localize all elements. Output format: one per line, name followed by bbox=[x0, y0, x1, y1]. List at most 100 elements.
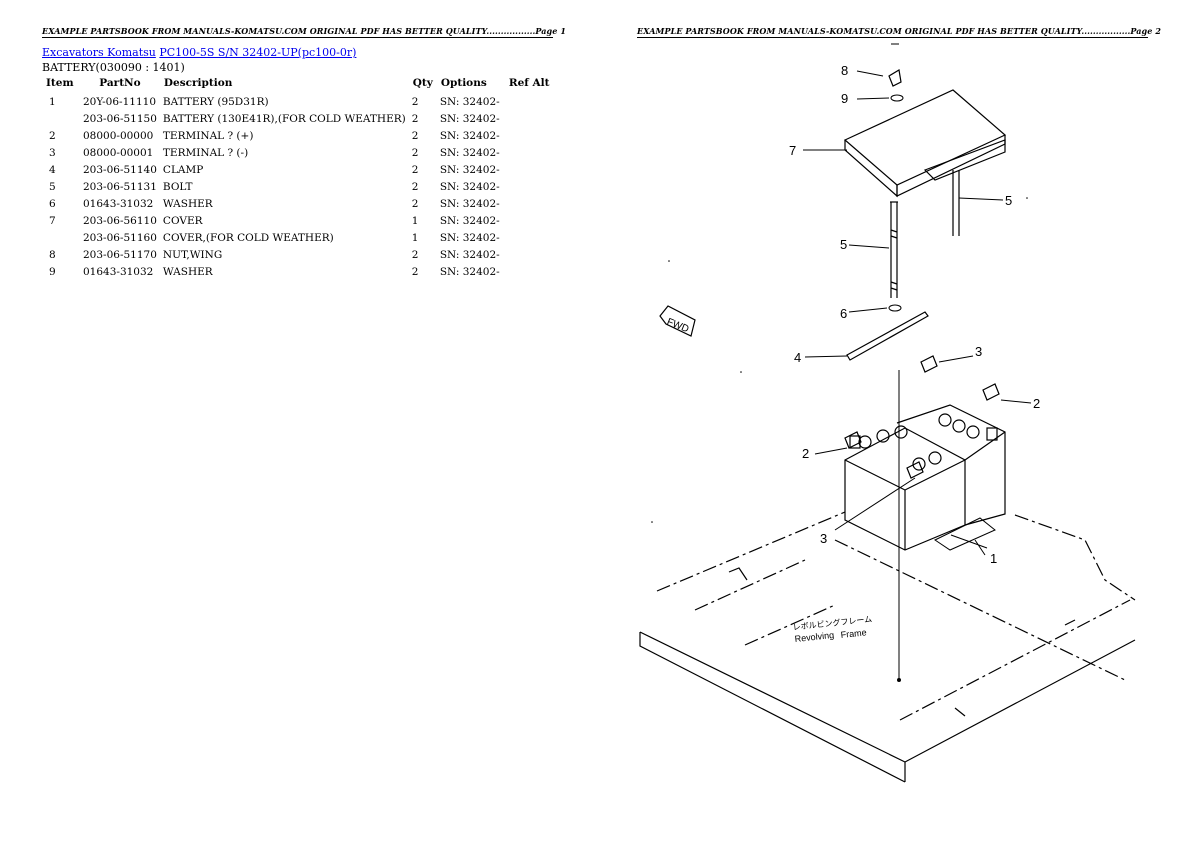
fwd-label: FWD bbox=[665, 317, 690, 336]
cell-item bbox=[42, 110, 80, 127]
battery-cover bbox=[843, 89, 1007, 198]
cell-qty: 2 bbox=[411, 129, 419, 142]
cell-options: SN: 32402- bbox=[439, 129, 500, 142]
cell-ref-alt bbox=[505, 144, 554, 161]
cell-description: BATTERY (130E41R),(FOR COLD WEATHER) bbox=[162, 112, 406, 125]
cell-ref-alt bbox=[505, 212, 554, 229]
table-row: 5 203-06-51131 BOLT 2 SN: 32402- bbox=[42, 178, 553, 195]
callout-5-left: 5 bbox=[840, 237, 847, 252]
cell-qty: 2 bbox=[411, 146, 419, 159]
cell-qty: 2 bbox=[411, 180, 419, 193]
page-header: EXAMPLE PARTSBOOK FROM MANUALS-KOMATSU.C… bbox=[42, 26, 566, 38]
cell-options: SN: 32402- bbox=[439, 248, 500, 261]
cell-ref-alt bbox=[505, 263, 554, 280]
battery-left bbox=[844, 425, 966, 551]
wing-nut bbox=[888, 69, 902, 87]
cell-qty: 2 bbox=[411, 197, 419, 210]
callout-5-right: 5 bbox=[1005, 193, 1012, 208]
cell-item: 9 bbox=[49, 265, 56, 278]
cell-description: WASHER bbox=[162, 265, 213, 278]
revolving-frame bbox=[639, 511, 1136, 783]
cell-item: 6 bbox=[49, 197, 56, 210]
cell-partno: 08000-00000 bbox=[83, 129, 154, 142]
breadcrumb: Excavators Komatsu PC100-5S S/N 32402-UP… bbox=[42, 46, 356, 59]
callout-2-left: 2 bbox=[802, 446, 809, 461]
cell-options: SN: 32402- bbox=[439, 112, 500, 125]
cell-description: CLAMP bbox=[162, 163, 204, 176]
cell-partno: 203-06-51170 bbox=[83, 248, 157, 261]
exploded-parts-diagram: FWD レボルビングフレーム Revolving Frame 8 9 7 bbox=[639, 43, 1136, 783]
cell-description: TERMINAL ? (-) bbox=[162, 146, 249, 159]
bolt-left bbox=[890, 201, 898, 298]
cell-item: 2 bbox=[49, 129, 56, 142]
callout-leaders bbox=[803, 70, 1032, 556]
table-row: 203-06-51160 COVER,(FOR COLD WEATHER) 1 … bbox=[42, 229, 553, 246]
cell-qty: 2 bbox=[411, 95, 419, 108]
cell-item: 4 bbox=[49, 163, 56, 176]
cell-qty: 2 bbox=[411, 265, 419, 278]
cell-partno: 01643-31032 bbox=[83, 197, 154, 210]
section-title: BATTERY(030090 : 1401) bbox=[42, 61, 185, 74]
cell-ref-alt bbox=[505, 178, 554, 195]
col-header-item: Item bbox=[46, 77, 74, 89]
washer bbox=[888, 304, 902, 312]
cell-ref-alt bbox=[505, 110, 554, 127]
cell-partno: 08000-00001 bbox=[83, 146, 154, 159]
callout-7: 7 bbox=[789, 143, 796, 158]
cell-item bbox=[42, 229, 80, 246]
cell-partno: 203-06-56110 bbox=[83, 214, 157, 227]
cell-partno: 203-06-51160 bbox=[83, 231, 157, 244]
cell-ref-alt bbox=[505, 229, 554, 246]
cell-ref-alt bbox=[505, 195, 554, 212]
cell-description: BOLT bbox=[162, 180, 193, 193]
cell-description: COVER,(FOR COLD WEATHER) bbox=[162, 231, 334, 244]
cell-description: WASHER bbox=[162, 197, 213, 210]
table-row: 8 203-06-51170 NUT,WING 2 SN: 32402- bbox=[42, 246, 553, 263]
cell-qty: 2 bbox=[411, 248, 419, 261]
callout-9: 9 bbox=[841, 91, 848, 106]
callout-3-top: 3 bbox=[975, 344, 982, 359]
clamp-bar bbox=[846, 311, 929, 361]
callout-6: 6 bbox=[840, 306, 847, 321]
terminal-icons bbox=[844, 355, 1000, 479]
table-row: 7 203-06-56110 COVER 1 SN: 32402- bbox=[42, 212, 553, 229]
callout-1: 1 bbox=[990, 551, 997, 566]
cell-options: SN: 32402- bbox=[439, 95, 500, 108]
frame-label-en-1: Revolving bbox=[794, 630, 834, 644]
battery-tray bbox=[933, 517, 996, 551]
cell-qty: 2 bbox=[411, 163, 419, 176]
cell-qty: 1 bbox=[411, 231, 419, 244]
cell-options: SN: 32402- bbox=[439, 197, 500, 210]
cell-options: SN: 32402- bbox=[439, 231, 500, 244]
col-header-options: Options bbox=[440, 77, 487, 89]
breadcrumb-link-model[interactable]: PC100-5S S/N 32402-UP(pc100-0r) bbox=[159, 46, 357, 59]
bolt-right bbox=[952, 170, 960, 236]
breadcrumb-link-category[interactable]: Excavators Komatsu bbox=[42, 46, 156, 59]
leader-point bbox=[897, 678, 901, 682]
table-row: 203-06-51150 BATTERY (130E41R),(FOR COLD… bbox=[42, 110, 553, 127]
page-header: EXAMPLE PARTSBOOK FROM MANUALS-KOMATSU.C… bbox=[637, 26, 1161, 38]
cell-ref-alt bbox=[505, 127, 554, 144]
table-row: 1 20Y-06-11110 BATTERY (95D31R) 2 SN: 32… bbox=[42, 93, 553, 110]
cell-partno: 203-06-51150 bbox=[83, 112, 157, 125]
cell-item: 8 bbox=[49, 248, 56, 261]
cell-ref-alt bbox=[505, 246, 554, 263]
table-row: 3 08000-00001 TERMINAL ? (-) 2 SN: 32402… bbox=[42, 144, 553, 161]
cell-partno: 01643-31032 bbox=[83, 265, 154, 278]
col-header-qty: Qty bbox=[412, 77, 433, 89]
cell-options: SN: 32402- bbox=[439, 214, 500, 227]
battery-right bbox=[896, 404, 1006, 526]
cell-partno: 20Y-06-11110 bbox=[83, 95, 156, 108]
table-row: 6 01643-31032 WASHER 2 SN: 32402- bbox=[42, 195, 553, 212]
col-header-partno: PartNo bbox=[99, 77, 141, 89]
cell-ref-alt bbox=[505, 161, 554, 178]
cell-qty: 2 bbox=[411, 112, 419, 125]
table-row: 9 01643-31032 WASHER 2 SN: 32402- bbox=[42, 263, 553, 280]
cell-options: SN: 32402- bbox=[439, 180, 500, 193]
callout-8: 8 bbox=[841, 63, 848, 78]
frame-label-en-2: Frame bbox=[840, 627, 867, 640]
cell-ref-alt bbox=[505, 93, 554, 110]
cell-description: TERMINAL ? (+) bbox=[162, 129, 254, 142]
cell-description: COVER bbox=[162, 214, 203, 227]
callout-2-right: 2 bbox=[1033, 396, 1040, 411]
